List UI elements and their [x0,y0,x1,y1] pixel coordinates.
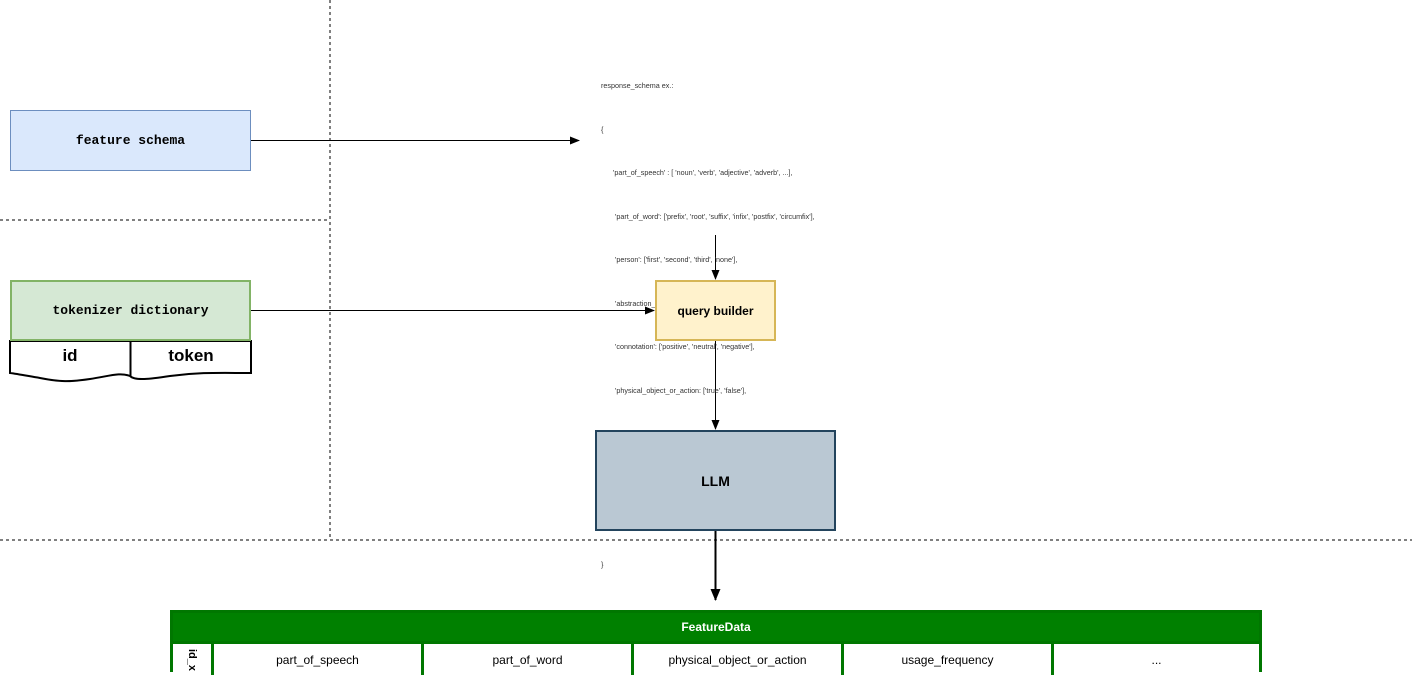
tokenizer-column-token: token [168,346,214,365]
schema-line: 'physical_object_or_action: ['true', 'fa… [601,385,747,395]
column-id-x: id_x [185,648,198,671]
llm-node[interactable]: LLM [595,430,836,531]
schema-line: 'person': ['first', 'second', 'third', '… [601,255,738,264]
column-usage-frequency: usage_frequency [841,644,1051,675]
column-part-of-speech: part_of_speech [211,644,421,675]
schema-line: { [601,124,604,134]
schema-line: 'part_of_speech' : [ 'noun', 'verb', 'ad… [601,168,793,177]
feature-data-table-row: id_x part_of_speech part_of_word physica… [173,641,1259,675]
column-more: ... [1051,644,1259,675]
feature-data-table-title: FeatureData [173,613,1259,641]
schema-line: 'connotation': ['positive', 'neutral', '… [601,342,755,351]
tokenizer-dictionary-node[interactable]: tokenizer dictionary [10,280,251,341]
column-physical-object-or-action: physical_object_or_action [631,644,841,675]
schema-line: 'part_of_word': ['prefix', 'root', 'suff… [601,211,815,221]
tokenizer-dictionary-label: tokenizer dictionary [52,303,209,318]
feature-schema-label: feature schema [75,133,186,148]
column-part-of-word: part_of_word [421,644,631,675]
feature-data-table[interactable]: FeatureData id_x part_of_speech part_of_… [170,610,1262,675]
query-builder-label: query builder [677,303,754,318]
schema-line: } [601,559,604,569]
feature-schema-node[interactable]: feature schema [10,110,251,171]
query-builder-node[interactable]: query builder [655,280,776,341]
llm-label: LLM [701,472,730,489]
tokenizer-column-id: id [62,346,78,365]
schema-line: response_schema ex.: [601,81,674,90]
